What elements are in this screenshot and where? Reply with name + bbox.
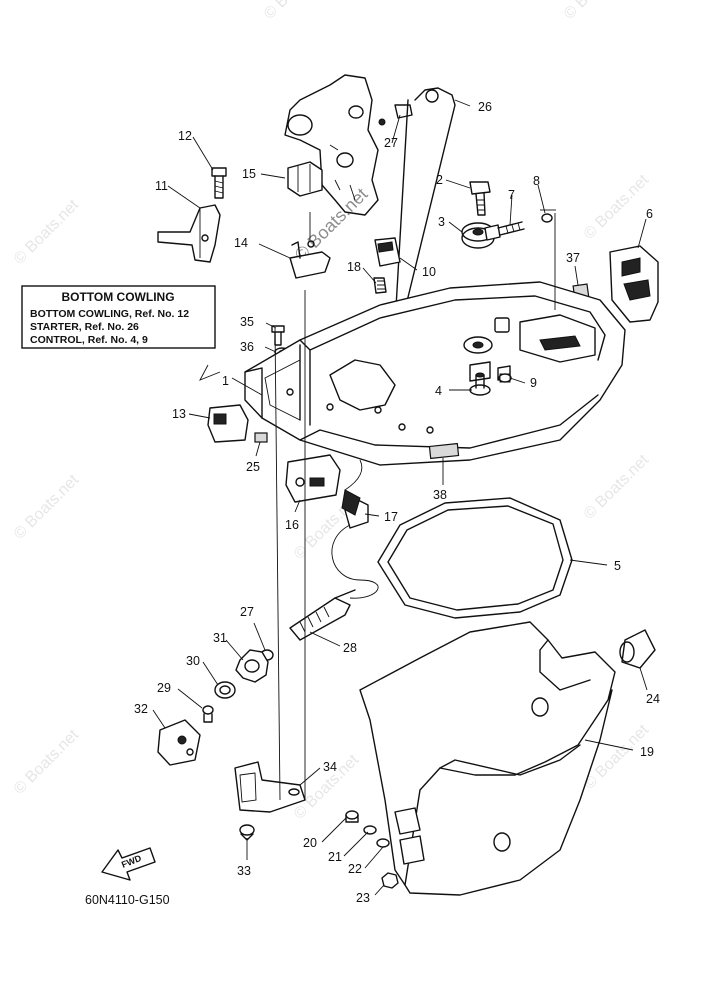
part-35-bolt xyxy=(271,325,285,346)
part-30-washer xyxy=(214,681,236,699)
callout-16: 16 xyxy=(285,518,299,532)
callout-35: 35 xyxy=(240,315,254,329)
part-2-bolt xyxy=(469,181,491,216)
callout-3: 3 xyxy=(438,215,445,229)
part-34-bracket xyxy=(234,761,306,813)
callout-26: 26 xyxy=(478,100,492,114)
part-24-grommet xyxy=(619,629,656,669)
callout-1: 1 xyxy=(222,374,229,388)
part-1-bottom-cowling xyxy=(244,281,626,466)
callout-6: 6 xyxy=(646,207,653,221)
starter-housing xyxy=(284,74,379,216)
part-17-grommet xyxy=(341,489,369,529)
part-19-cowling-cover xyxy=(359,621,616,896)
callout-10: 10 xyxy=(422,265,436,279)
part-5-seal xyxy=(377,497,573,619)
callout-22: 22 xyxy=(348,862,362,876)
watermark: © Boats.net xyxy=(581,171,653,243)
callout-33: 33 xyxy=(237,864,251,878)
figure-code: 60N4110-G150 xyxy=(85,893,170,907)
part-9-nut xyxy=(498,373,512,383)
part-29-screw xyxy=(202,705,214,723)
callout-36: 36 xyxy=(240,340,254,354)
reference-box-frame xyxy=(21,285,216,349)
part-22-washer xyxy=(376,838,390,848)
reference-box: BOTTOM COWLING BOTTOM COWLING, Ref. No. … xyxy=(21,285,216,349)
callout-14: 14 xyxy=(234,236,248,250)
part-4-stud xyxy=(469,372,491,396)
part-13-grommet xyxy=(207,404,249,443)
part-20-screw xyxy=(345,810,359,823)
callout-38: 38 xyxy=(433,488,447,502)
part-23-nut xyxy=(381,872,399,889)
callout-34: 34 xyxy=(323,760,337,774)
watermark: © Boats.net xyxy=(581,451,653,523)
leader-lines xyxy=(152,99,648,896)
watermark: © Boats.net xyxy=(261,0,333,23)
callout-2: 2 xyxy=(436,173,443,187)
callout-32: 32 xyxy=(134,702,148,716)
part-8-washer xyxy=(541,213,553,223)
callout-12: 12 xyxy=(178,129,192,143)
watermark: © Boats.net xyxy=(11,196,83,268)
part-11-bracket xyxy=(157,204,221,263)
part-12-bolt xyxy=(211,167,227,199)
callout-18: 18 xyxy=(347,260,361,274)
part-25-label xyxy=(254,432,268,443)
callout-30: 30 xyxy=(186,654,200,668)
part-7-bolt xyxy=(484,221,525,241)
watermark: © Boats.net xyxy=(11,726,83,798)
callout-5: 5 xyxy=(614,559,621,573)
part-28-boot xyxy=(289,589,356,641)
part-32-fitting xyxy=(157,719,201,766)
callout-21: 21 xyxy=(328,850,342,864)
part-31-nut xyxy=(235,649,269,683)
reference-box-line: BOTTOM COWLING, Ref. No. 12 xyxy=(30,308,189,320)
part-15-grommet xyxy=(287,161,323,197)
callout-31: 31 xyxy=(213,631,227,645)
callout-28: 28 xyxy=(343,641,357,655)
callout-4: 4 xyxy=(435,384,442,398)
fwd-arrow: FWD xyxy=(101,847,156,881)
callout-29: 29 xyxy=(157,681,171,695)
cable-routing xyxy=(331,459,379,599)
part-6-lever xyxy=(609,245,659,323)
callout-27-top: 27 xyxy=(384,136,398,150)
reference-box-line: CONTROL, Ref. No. 4, 9 xyxy=(30,334,148,346)
callout-7: 7 xyxy=(508,188,515,202)
reference-box-title: BOTTOM COWLING xyxy=(61,290,174,304)
part-27-clip-top xyxy=(378,104,413,126)
callout-labels: 1 2 3 4 5 6 7 8 9 10 11 12 13 14 15 16 1… xyxy=(134,100,660,905)
callout-8: 8 xyxy=(533,174,540,188)
callout-15: 15 xyxy=(242,167,256,181)
callout-23: 23 xyxy=(356,891,370,905)
callout-17: 17 xyxy=(384,510,398,524)
callout-9: 9 xyxy=(530,376,537,390)
part-10-plug xyxy=(374,237,401,267)
callout-13: 13 xyxy=(172,407,186,421)
part-26-rope-guide xyxy=(394,87,456,331)
part-21-washer xyxy=(363,825,377,835)
part-14-plate xyxy=(289,212,331,279)
callout-19: 19 xyxy=(640,745,654,759)
callout-27-bottom: 27 xyxy=(240,605,254,619)
watermark: © Boats.net xyxy=(561,0,633,23)
callout-20: 20 xyxy=(303,836,317,850)
part-16-panel xyxy=(285,454,341,503)
callout-25: 25 xyxy=(246,460,260,474)
watermark: © Boats.net xyxy=(11,471,83,543)
part-33-screw xyxy=(239,824,255,841)
callout-24: 24 xyxy=(646,692,660,706)
reference-box-line: STARTER, Ref. No. 26 xyxy=(30,321,139,333)
callout-37: 37 xyxy=(566,251,580,265)
callout-11: 11 xyxy=(155,179,168,193)
part-18-fitting xyxy=(373,277,387,294)
